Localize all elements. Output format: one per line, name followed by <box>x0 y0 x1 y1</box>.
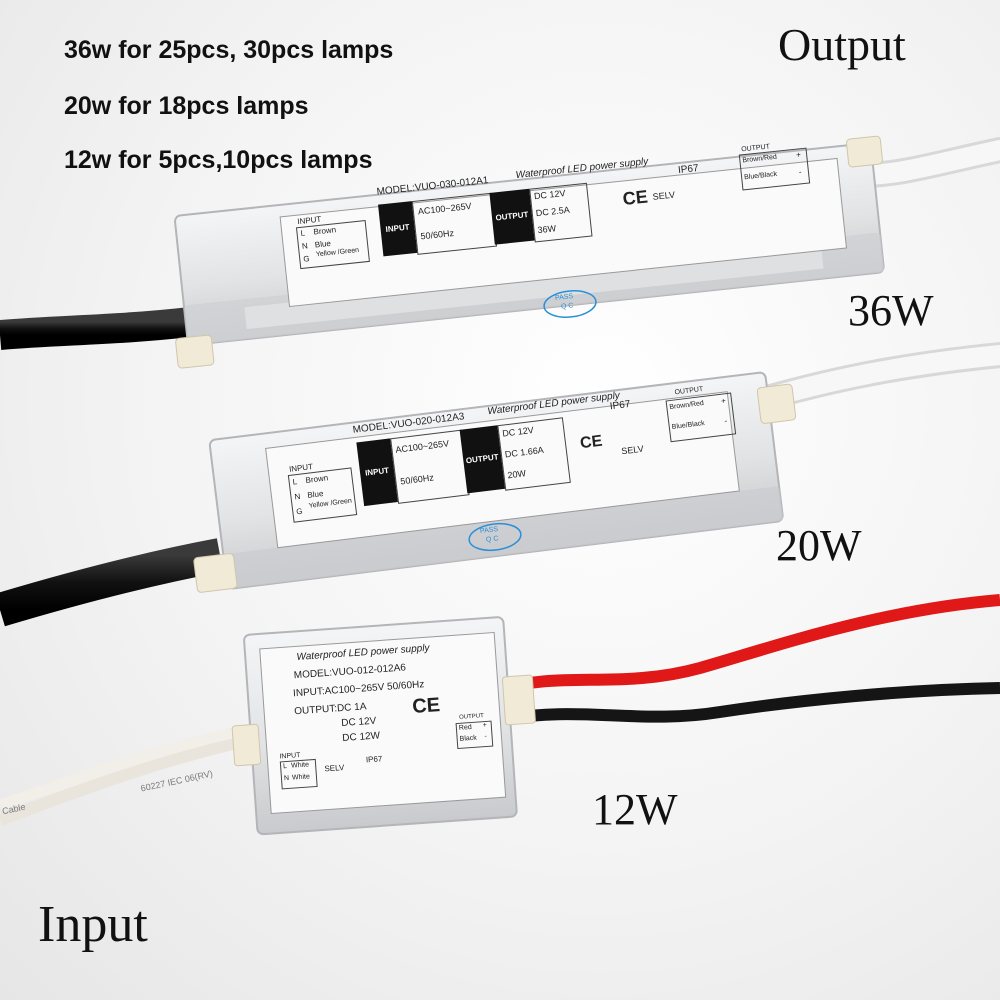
ac-range-36w: AC100~265V <box>417 200 472 217</box>
selv-36w: SELV <box>652 189 676 202</box>
frequency-20w: 50/60Hz <box>399 472 435 487</box>
dc-watt-12w: DC 12W <box>341 730 381 745</box>
output-tag-36w: OUTPUT <box>489 188 535 245</box>
white-input-wire-2 <box>0 722 257 811</box>
out-1-20w: Brown/Red <box>669 399 705 412</box>
wire-table-36w: L Brown N Blue G Yellow /Green <box>295 220 370 270</box>
headline-36w: 36w for 25pcs, 30pcs lamps <box>64 36 394 64</box>
wattage-20w: 20W <box>506 468 527 481</box>
ce-mark-12w: CE <box>411 694 441 719</box>
wire-table-20w: L Brown N Blue G Yellow /Green <box>287 467 358 523</box>
wattage-caption-36w: 36W <box>848 286 934 335</box>
out-1-36w: Brown/Red <box>742 153 778 165</box>
dc-voltage-12w: DC 12V <box>340 715 377 730</box>
ac-range-20w: AC100~265V <box>394 438 450 455</box>
out-2-36w: Blue/Black <box>743 170 778 182</box>
title-12w: Waterproof LED power supply <box>296 642 430 664</box>
pass-qc-mark-36w <box>543 290 597 318</box>
label-12w: Waterproof LED power supply MODEL:VUO-01… <box>268 634 514 810</box>
black-input-cable-36w <box>0 307 192 350</box>
wire-g-36w: G <box>302 254 310 264</box>
minus-12w: - <box>484 732 488 741</box>
wire-g-20w: G <box>295 506 304 517</box>
out-1-12w: Red <box>458 723 472 732</box>
psu-36w-housing <box>174 135 885 369</box>
qc-36w: Q C <box>560 302 574 311</box>
output-header-20w: OUTPUT <box>674 385 704 397</box>
wire-n-12w: N <box>283 774 290 783</box>
wire-n-36w: N <box>301 241 309 251</box>
wire-l-12w: L <box>282 762 288 771</box>
ce-mark-20w: CE <box>579 432 604 453</box>
ip-rating-20w: IP67 <box>609 398 631 413</box>
wire-g-color-20w: Yellow /Green <box>308 497 353 510</box>
output-wire-table-12w: Red + Black - <box>455 720 494 750</box>
output-line-12w: OUTPUT:DC 1A <box>293 701 367 718</box>
headline-12w: 12w for 5pcs,10pcs lamps <box>64 146 373 174</box>
wire-table-12w: L White N White <box>279 758 318 790</box>
dc-current-36w: DC 2.5A <box>535 204 571 219</box>
wire-n-color-20w: Blue <box>306 488 324 500</box>
output-wire-table-36w: Brown/Red + Blue/Black - <box>738 147 811 191</box>
input-spec-box-20w: AC100~265V 50/60Hz <box>390 429 470 504</box>
input-caption: Input <box>38 896 148 953</box>
model-12w: MODEL:VUO-012-012A6 <box>293 662 407 682</box>
frequency-36w: 50/60Hz <box>420 227 455 242</box>
wire-l-color-12w: White <box>290 761 310 770</box>
output-header-12w: OUTPUT <box>458 713 485 721</box>
output-wire-table-20w: Brown/Red + Blue/Black - <box>665 392 737 443</box>
output-spec-box-36w: DC 12V DC 2.5A 36W <box>529 182 593 243</box>
wattage-36w: 36W <box>537 223 557 236</box>
pass-qc-mark-20w <box>468 522 522 552</box>
plus-12w: + <box>482 721 488 730</box>
wire-l-20w: L <box>292 477 298 487</box>
wire-n-20w: N <box>293 491 301 502</box>
input-spec-box-36w: AC100~265V 50/60Hz <box>411 192 498 255</box>
ce-mark-36w: CE <box>621 186 649 210</box>
white-input-wire-1 <box>0 734 252 826</box>
psu-12w-housing <box>231 616 536 836</box>
minus-36w: - <box>798 167 803 177</box>
out-2-20w: Blue/Black <box>671 419 706 431</box>
qc-20w: Q C <box>485 535 499 544</box>
dc-current-20w: DC 1.66A <box>504 444 545 460</box>
plus-36w: + <box>795 150 802 160</box>
wire-n-color-36w: Blue <box>314 238 332 250</box>
ip-rating-12w: IP67 <box>365 754 383 765</box>
minus-20w: - <box>723 416 728 426</box>
selv-12w: SELV <box>324 762 345 774</box>
wire-l-36w: L <box>300 228 306 238</box>
wire-l-color-36w: Brown <box>313 225 337 237</box>
wire-l-color-20w: Brown <box>305 473 329 485</box>
input-line-12w: INPUT:AC100~265V 50/60Hz <box>292 679 425 700</box>
dc-voltage-20w: DC 12V <box>501 424 535 439</box>
plus-20w: + <box>720 396 727 406</box>
red-output-wire <box>498 594 1000 696</box>
black-input-cable-20w <box>0 538 224 627</box>
output-spec-box-20w: DC 12V DC 1.66A 20W <box>497 417 571 491</box>
selv-20w: SELV <box>620 443 645 457</box>
dc-voltage-36w: DC 12V <box>533 188 566 202</box>
wire-n-color-12w: White <box>291 773 311 782</box>
headline-20w: 20w for 18pcs lamps <box>64 92 309 120</box>
input-tag-36w: INPUT <box>378 201 418 257</box>
output-caption: Output <box>778 19 906 70</box>
ip-rating-36w: IP67 <box>677 162 700 177</box>
out-2-12w: Black <box>459 734 478 743</box>
wattage-caption-20w: 20W <box>776 521 862 570</box>
wattage-caption-12w: 12W <box>592 785 678 834</box>
black-output-wire <box>498 682 1000 726</box>
